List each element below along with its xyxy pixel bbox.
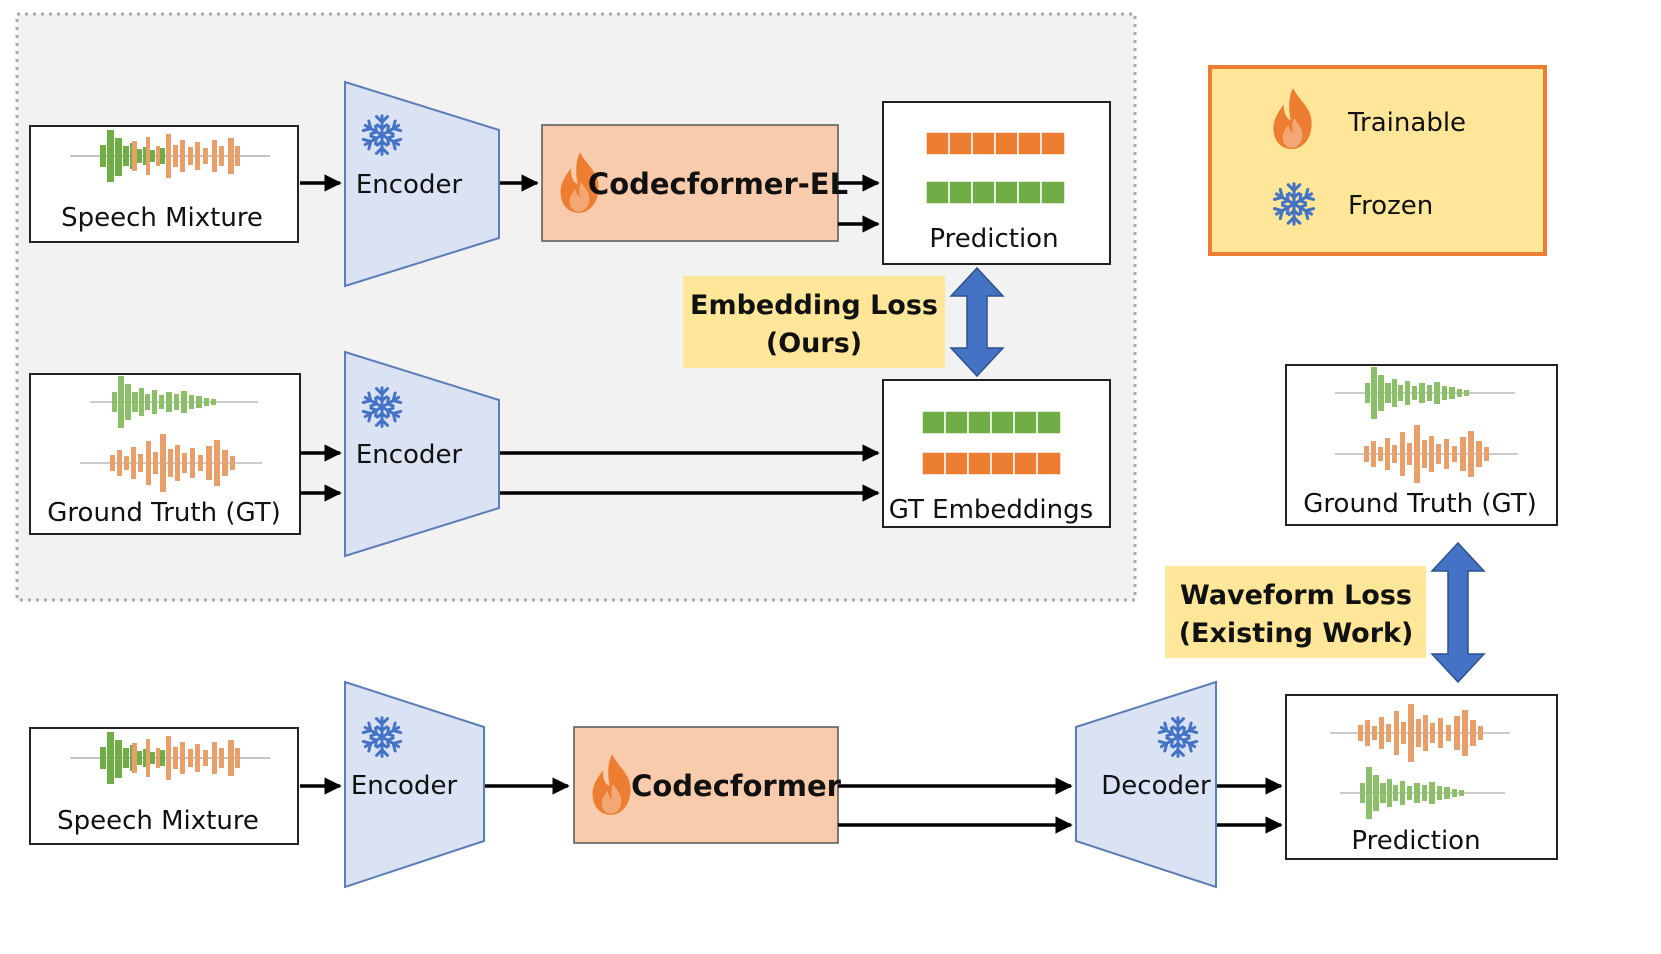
encoder-block-top: Encoder bbox=[344, 80, 500, 288]
waveform-orange-icon bbox=[1330, 704, 1510, 762]
legend-frozen-label: Frozen bbox=[1348, 191, 1433, 221]
codecformer-label: Codecformer bbox=[631, 769, 842, 803]
gt-embeddings-label: GT Embeddings bbox=[889, 495, 1093, 525]
ground-truth-label-right: Ground Truth (GT) bbox=[1303, 489, 1536, 519]
waveform-mixture-icon bbox=[70, 732, 270, 784]
legend-box: Trainable Frozen bbox=[1208, 65, 1547, 256]
prediction-waveform-box: Prediction bbox=[1285, 694, 1558, 860]
speech-mixture-label: Speech Mixture bbox=[61, 203, 263, 233]
waveform-green-icon bbox=[1340, 767, 1505, 819]
codecformer-el-block: Codecformer-EL bbox=[541, 124, 848, 242]
waveform-gt-green-icon bbox=[90, 376, 258, 428]
codecformer-el-label: Codecformer-EL bbox=[588, 167, 848, 201]
waveform-gt-orange-icon bbox=[1335, 425, 1518, 483]
codecformer-block: Codecformer bbox=[573, 726, 842, 844]
gt-embeddings-box: GT Embeddings bbox=[882, 379, 1111, 528]
legend-trainable-label: Trainable bbox=[1347, 108, 1466, 138]
ground-truth-box-right: Ground Truth (GT) bbox=[1285, 364, 1558, 526]
waveform-loss-double-arrow bbox=[1430, 541, 1486, 684]
encoder-block-gt: Encoder bbox=[344, 350, 500, 558]
embedding-loss-line1: Embedding Loss bbox=[690, 290, 938, 321]
waveform-loss-line1: Waveform Loss bbox=[1180, 580, 1412, 611]
waveform-loss-line2: (Existing Work) bbox=[1179, 618, 1414, 649]
ground-truth-label-top: Ground Truth (GT) bbox=[47, 498, 280, 528]
orange-embedding-tokens bbox=[921, 451, 1062, 476]
decoder-block: Decoder bbox=[1075, 680, 1217, 889]
green-embedding-tokens bbox=[921, 410, 1062, 435]
decoder-label: Decoder bbox=[1101, 771, 1211, 801]
orange-embedding-tokens bbox=[925, 131, 1066, 156]
speech-mixture-box-bottom: Speech Mixture bbox=[29, 727, 299, 845]
speech-mixture-label: Speech Mixture bbox=[57, 806, 259, 836]
ground-truth-box-top: Ground Truth (GT) bbox=[29, 373, 301, 535]
encoder-block-bottom: Encoder bbox=[344, 680, 485, 889]
speech-mixture-box-top: Speech Mixture bbox=[29, 125, 299, 243]
encoder-label: Encoder bbox=[356, 440, 463, 470]
waveform-gt-green-icon bbox=[1335, 367, 1515, 419]
embedding-loss-double-arrow bbox=[949, 266, 1005, 378]
encoder-label: Encoder bbox=[351, 771, 458, 801]
embedding-loss-label-box: Embedding Loss (Ours) bbox=[683, 276, 945, 368]
embedding-loss-line2: (Ours) bbox=[766, 328, 862, 359]
waveform-gt-orange-icon bbox=[80, 434, 262, 492]
prediction-label-bottom: Prediction bbox=[1351, 826, 1480, 856]
prediction-label-top: Prediction bbox=[929, 224, 1058, 254]
green-embedding-tokens bbox=[925, 180, 1066, 205]
waveform-mixture-icon bbox=[70, 130, 270, 182]
encoder-label: Encoder bbox=[356, 170, 463, 200]
prediction-embeddings-box: Prediction bbox=[882, 101, 1111, 265]
waveform-loss-label-box: Waveform Loss (Existing Work) bbox=[1165, 566, 1426, 658]
